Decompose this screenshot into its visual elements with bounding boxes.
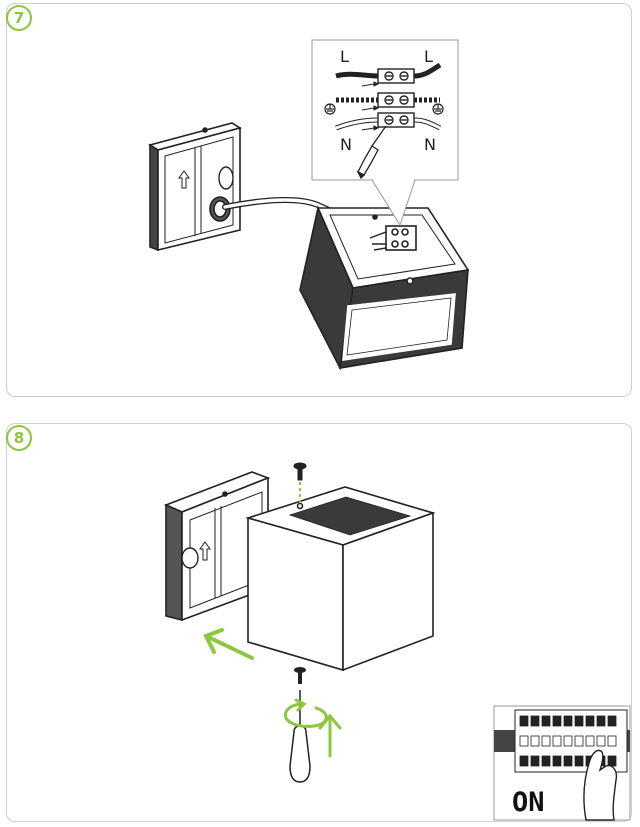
wire-label-neutral-right: N bbox=[424, 135, 436, 154]
mounting-plate-step7 bbox=[148, 122, 242, 252]
fixture-box-open bbox=[299, 205, 470, 371]
push-up-arrow-icon bbox=[318, 713, 342, 758]
bottom-screw bbox=[294, 667, 306, 684]
wire-label-live-left: L bbox=[340, 47, 349, 66]
fixture-cube-closed bbox=[245, 486, 436, 672]
rotate-arrow-icon bbox=[283, 698, 328, 728]
breaker-switches bbox=[519, 715, 617, 767]
breaker-state-label: ON bbox=[512, 787, 545, 818]
hand-icon bbox=[583, 749, 618, 821]
step-7-badge: 7 bbox=[6, 5, 32, 31]
wire-label-live-right: L bbox=[424, 47, 433, 66]
top-screw bbox=[293, 462, 307, 481]
slide-arrow-icon bbox=[203, 628, 254, 660]
step-8-badge: 8 bbox=[6, 425, 32, 451]
breaker-inset: ON bbox=[493, 705, 631, 821]
wire-label-neutral-left: N bbox=[340, 135, 352, 154]
wiring-callout: L L N N bbox=[311, 39, 459, 227]
